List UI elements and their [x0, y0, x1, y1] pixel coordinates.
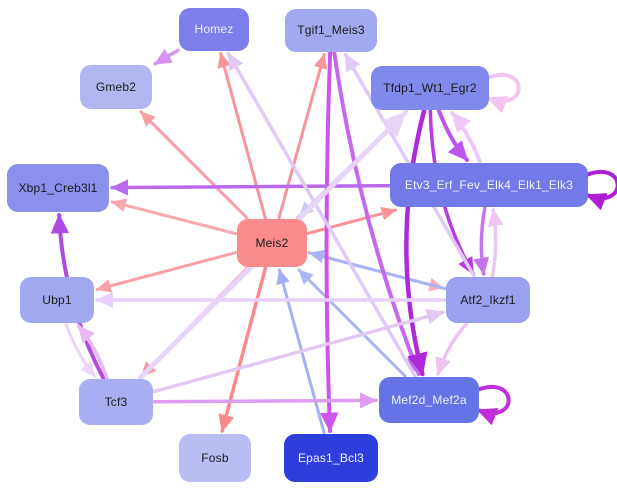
edge-meis2-gmeb2 — [139, 110, 249, 220]
edge-etv3-atf2 — [473, 206, 490, 276]
edge-atf2-meis2 — [308, 249, 447, 291]
node-tcf3[interactable]: Tcf3 — [79, 379, 153, 425]
edge-atf2-etv3 — [487, 208, 504, 278]
node-gmeb2[interactable]: Gmeb2 — [80, 65, 152, 109]
edge-etv3-xbp1 — [110, 179, 391, 196]
edge-meis2-tgif1 — [277, 53, 328, 220]
edge-tgif1-mef2d — [332, 50, 421, 376]
edge-meis2-homez — [217, 52, 267, 220]
node-mef2d[interactable]: Mef2d_Mef2a — [379, 377, 479, 423]
self-loop-etv3 — [584, 170, 617, 211]
edge-tfdp1-mef2d — [404, 108, 428, 377]
edge-atf2-mef2d — [435, 322, 468, 376]
edge-etv3-tfdp1 — [449, 111, 483, 164]
node-ubp1[interactable]: Ubp1 — [20, 277, 94, 323]
node-homez[interactable]: Homez — [179, 7, 249, 51]
edge-tcf3-mef2d — [152, 392, 378, 409]
self-loop-mef2d — [475, 385, 511, 426]
node-meis2[interactable]: Meis2 — [237, 219, 307, 267]
edge-tcf3-atf2 — [152, 308, 445, 394]
edge-mef2d-meis2 — [297, 268, 407, 378]
node-xbp1[interactable]: Xbp1_Creb3l1 — [7, 164, 109, 212]
edge-tgif1-epas1 — [320, 50, 339, 433]
node-tgif1[interactable]: Tgif1_Meis3 — [285, 8, 377, 52]
node-epas1[interactable]: Epas1_Bcl3 — [284, 434, 378, 482]
node-atf2[interactable]: Atf2_Ikzf1 — [446, 277, 530, 323]
edge-meis2-fosb — [218, 266, 268, 433]
edge-meis2-xbp1 — [110, 198, 238, 236]
edge-meis2-etv3 — [306, 206, 397, 235]
edge-meis2-ubp1 — [95, 251, 238, 293]
node-tfdp1[interactable]: Tfdp1_Wt1_Egr2 — [371, 66, 489, 110]
self-loop-tfdp1 — [485, 73, 521, 114]
edge-homez-gmeb2 — [153, 48, 180, 66]
node-fosb[interactable]: Fosb — [179, 434, 251, 482]
node-etv3[interactable]: Etv3_Erf_Fev_Elk4_Elk1_Elk3 — [390, 163, 588, 207]
edge-ubp1-tcf3 — [64, 322, 96, 378]
edge-mef2d-homez — [226, 51, 417, 378]
edge-tcf3-ubp1 — [76, 324, 109, 380]
edge-tfdp1-etv3 — [436, 109, 470, 162]
